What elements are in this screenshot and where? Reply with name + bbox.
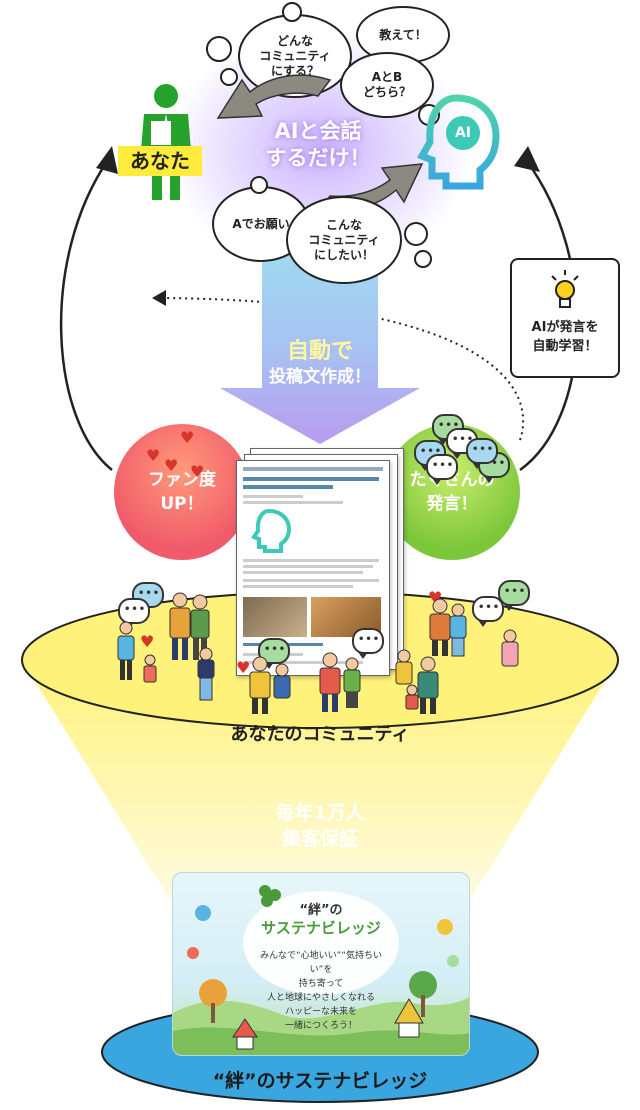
doc-text-line	[243, 585, 353, 588]
chat-bubble-icon: •••	[466, 438, 498, 469]
heart-icon: ♥	[180, 428, 195, 447]
kizuna-background-illustration	[173, 885, 469, 1055]
heart-icon: ♥	[190, 462, 205, 481]
doc-text-line	[243, 565, 373, 568]
heart-icon: ♥	[164, 456, 179, 475]
bubble-puff	[282, 2, 302, 22]
guarantee-text: 毎年1万人 集客保証	[250, 800, 390, 852]
chat-bubble-icon: •••	[472, 596, 504, 627]
doc-text-line	[243, 495, 303, 498]
lightbulb-icon	[551, 270, 579, 308]
heart-icon: ♥	[236, 658, 251, 677]
guarantee-line2: 集客保証	[281, 828, 358, 850]
bubble-puff	[404, 222, 428, 246]
doc-title-line	[243, 477, 379, 481]
doc-text-line	[243, 559, 379, 562]
fan-up-circle: ファン度 UP！	[114, 424, 250, 560]
kizuna-village-card: “絆”の サステナビレッジ みんなで“心地いい”“気持ちいい”を 持ち寄って 人…	[172, 872, 470, 1056]
ai-talk-text: AIと会話 するだけ！	[265, 119, 371, 170]
bubble-puff	[414, 250, 432, 268]
you-label: あなた	[118, 146, 202, 176]
bubble-puff	[220, 68, 238, 86]
auto-post-text: 自動で投稿文作成！	[236, 338, 404, 388]
request-bubble-community: こんな コミュニティ にしたい！	[286, 196, 402, 284]
doc-text-line	[243, 501, 343, 504]
chat-bubble-icon: •••	[352, 628, 384, 659]
community-label: あなたのコミュニティ	[230, 724, 410, 745]
ai-learn-box: AIが発言を 自動学習！	[510, 258, 620, 378]
doc-ai-icon	[251, 509, 291, 553]
ai-badge: AI	[446, 116, 480, 150]
doc-text-line	[243, 661, 363, 664]
auto-post-line1: 自動で	[286, 339, 353, 364]
bubble-puff	[206, 36, 232, 62]
heart-icon: ♥	[140, 632, 155, 651]
kizuna-title-line2: サステナビレッジ	[261, 919, 381, 937]
kizuna-title-line1: “絆”の	[299, 903, 343, 918]
chat-bubble-icon: •••	[426, 454, 458, 485]
doc-title-line	[243, 485, 333, 489]
ai-learn-text: AIが発言を 自動学習！	[531, 320, 599, 354]
guarantee-line1: 毎年1万人	[275, 802, 365, 824]
base-label: “絆”のサステナビレッジ	[212, 1070, 428, 1092]
doc-header-line	[243, 467, 383, 471]
heart-icon: ♥	[146, 446, 161, 465]
ai-head-icon	[416, 94, 500, 190]
doc-text-line	[243, 571, 363, 574]
chat-bubble-icon: •••	[498, 580, 530, 611]
bubble-puff	[250, 176, 268, 194]
doc-text-line	[243, 579, 379, 582]
question-bubble-a-or-b: AとB どちら？	[340, 52, 434, 118]
kizuna-copy: みんなで“心地いい”“気持ちいい”を 持ち寄って 人と地球にやさしくなれる ハッ…	[260, 951, 382, 1031]
auto-post-line2: 投稿文作成！	[269, 367, 371, 387]
doc-photo	[243, 597, 307, 637]
